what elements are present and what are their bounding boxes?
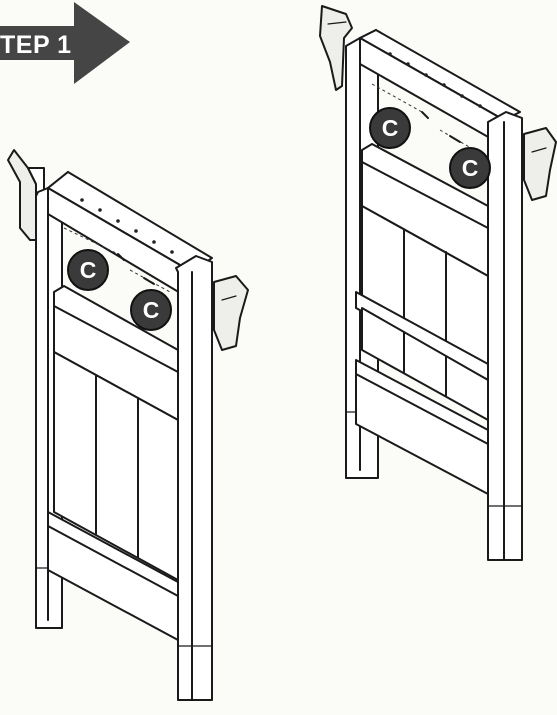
left-post-right bbox=[175, 255, 213, 701]
badge-right-lower: C bbox=[449, 147, 491, 189]
badge-right-upper-label: C bbox=[382, 115, 399, 141]
left-vertical-slats bbox=[53, 351, 179, 581]
right-upper-slat bbox=[361, 143, 489, 277]
badge-left-lower: C bbox=[130, 289, 172, 331]
right-bottom-rail bbox=[355, 359, 489, 495]
left-armrest-right bbox=[213, 275, 249, 351]
badge-right-upper: C bbox=[369, 107, 411, 149]
step-banner: TEP 1 bbox=[0, 2, 130, 84]
badge-right-lower-label: C bbox=[462, 155, 479, 181]
step-arrow-icon bbox=[0, 2, 130, 84]
step-label: TEP 1 bbox=[0, 31, 72, 59]
right-armrest-left bbox=[319, 5, 353, 91]
left-upper-slat bbox=[53, 285, 179, 421]
left-chair-back bbox=[7, 149, 249, 701]
badge-left-lower-label: C bbox=[143, 297, 160, 323]
right-armrest-right bbox=[523, 127, 557, 201]
badge-left-upper-label: C bbox=[80, 257, 97, 283]
left-armrest-left bbox=[7, 149, 37, 241]
badge-left-upper: C bbox=[67, 249, 109, 291]
right-chair-back bbox=[319, 5, 557, 561]
